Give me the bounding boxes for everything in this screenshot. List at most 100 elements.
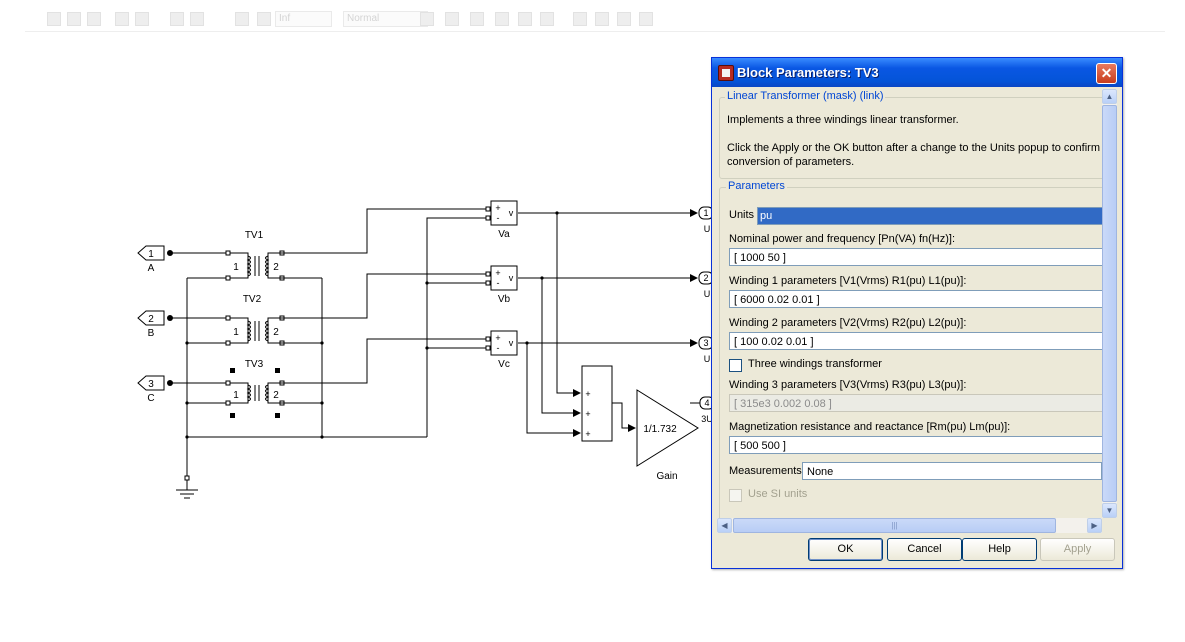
- meter-vc[interactable]: + - v Vc: [485, 330, 518, 370]
- three-windings-label: Three windings transformer: [748, 358, 882, 370]
- undo-icon[interactable]: [170, 12, 184, 26]
- horizontal-scrollbar[interactable]: ◀ ||| ▶: [717, 518, 1102, 533]
- vc-label: Vc: [498, 359, 510, 370]
- dialog-title: Block Parameters: TV3: [737, 65, 879, 80]
- outport-4-label: 3U: [701, 414, 713, 424]
- model-toolbar: Inf Normal: [25, 5, 1165, 32]
- close-button[interactable]: ✕: [1096, 63, 1117, 84]
- ok-button[interactable]: OK: [808, 538, 883, 561]
- outport-2[interactable]: 2 U: [698, 271, 714, 299]
- zoom-icon[interactable]: [595, 12, 609, 26]
- tv2-winding1: 1: [233, 327, 239, 338]
- tv2-winding2: 2: [273, 327, 279, 338]
- three-windings-checkbox[interactable]: [729, 359, 742, 372]
- va-v: v: [509, 208, 514, 218]
- tv3-winding2: 2: [273, 390, 279, 401]
- tv3-label: TV3: [245, 359, 264, 370]
- winding1-field[interactable]: [ 6000 0.02 0.01 ]: [729, 290, 1102, 308]
- vc-minus: -: [497, 343, 500, 353]
- copy-icon[interactable]: [135, 12, 149, 26]
- measurements-label: Measurements: [729, 465, 802, 477]
- dialog-titlebar[interactable]: Block Parameters: TV3 ✕: [712, 58, 1122, 87]
- sum-block[interactable]: + + +: [581, 365, 613, 442]
- vc-plus: +: [495, 333, 500, 343]
- magnetization-label: Magnetization resistance and reactance […: [729, 421, 1011, 433]
- cancel-button[interactable]: Cancel: [887, 538, 962, 561]
- port-a[interactable]: 1 A: [137, 245, 173, 274]
- description-line-2: Click the Apply or the OK button after a…: [727, 142, 1100, 154]
- scroll-up-icon[interactable]: ▲: [1102, 89, 1117, 104]
- dialog-content: Linear Transformer (mask) (link) Impleme…: [717, 89, 1102, 518]
- measurements-select[interactable]: None: [802, 462, 1102, 480]
- explorer-icon[interactable]: [495, 12, 509, 26]
- outport-1-number: 1: [703, 208, 708, 218]
- vertical-scrollbar[interactable]: ▲ ▼: [1102, 89, 1117, 518]
- sim-mode-select[interactable]: Normal: [343, 11, 428, 27]
- apply-button: Apply: [1040, 538, 1115, 561]
- magnetization-field[interactable]: [ 500 500 ]: [729, 436, 1102, 454]
- port-c[interactable]: 3 C: [137, 375, 173, 404]
- parameters-group: [719, 187, 1102, 518]
- scroll-right-icon[interactable]: ▶: [1087, 518, 1102, 533]
- port-a-number: 1: [148, 249, 154, 260]
- winding3-label: Winding 3 parameters [V3(Vrms) R3(pu) L3…: [729, 379, 967, 391]
- meter-va[interactable]: + - v Va: [485, 200, 518, 240]
- find-icon[interactable]: [573, 12, 587, 26]
- outport-2-label: U: [704, 289, 711, 299]
- si-units-checkbox: [729, 489, 742, 502]
- transformer-tv2[interactable]: [225, 315, 285, 346]
- build-icon[interactable]: [420, 12, 434, 26]
- profile-icon[interactable]: [540, 12, 554, 26]
- description-line-3: conversion of parameters.: [727, 156, 855, 168]
- port-a-label: A: [148, 263, 155, 274]
- stop-icon[interactable]: [257, 12, 271, 26]
- tv1-winding1: 1: [233, 262, 239, 273]
- horizontal-scroll-thumb[interactable]: |||: [733, 518, 1056, 533]
- cut-icon[interactable]: [115, 12, 129, 26]
- save-icon[interactable]: [87, 12, 101, 26]
- nominal-label: Nominal power and frequency [Pn(VA) fn(H…: [729, 233, 955, 245]
- scroll-down-icon[interactable]: ▼: [1102, 503, 1117, 518]
- ground-icon[interactable]: [184, 475, 190, 481]
- parameters-group-label: Parameters: [726, 180, 787, 192]
- winding2-label: Winding 2 parameters [V2(Vrms) R2(pu) L2…: [729, 317, 967, 329]
- port-b-label: B: [148, 328, 155, 339]
- gain-block[interactable]: 1/1.732 Gain: [636, 389, 699, 482]
- va-minus: -: [497, 213, 500, 223]
- vb-minus: -: [497, 278, 500, 288]
- block-parameters-dialog: Block Parameters: TV3 ✕ Linear Transform…: [711, 57, 1123, 569]
- tv3-winding1: 1: [233, 390, 239, 401]
- debug-icon[interactable]: [518, 12, 532, 26]
- mask-description-group: [719, 97, 1102, 179]
- va-label: Va: [498, 229, 510, 240]
- help-button[interactable]: Help: [962, 538, 1037, 561]
- tv1-label: TV1: [245, 230, 264, 241]
- vb-label: Vb: [498, 294, 511, 305]
- vertical-scroll-thumb[interactable]: [1102, 105, 1117, 502]
- winding2-field[interactable]: [ 100 0.02 0.01 ]: [729, 332, 1102, 350]
- units-select[interactable]: pu: [757, 207, 1102, 225]
- new-icon[interactable]: [47, 12, 61, 26]
- meter-vb[interactable]: + - v Vb: [485, 265, 518, 305]
- library-icon[interactable]: [470, 12, 484, 26]
- tv1-winding2: 2: [273, 262, 279, 273]
- redo-icon[interactable]: [190, 12, 204, 26]
- stop-time-field[interactable]: Inf: [275, 11, 332, 27]
- port-b[interactable]: 2 B: [137, 310, 173, 339]
- outport-4-number: 4: [704, 398, 709, 408]
- outport-3-label: U: [704, 354, 711, 364]
- update-icon[interactable]: [445, 12, 459, 26]
- transformer-tv1[interactable]: [225, 250, 285, 281]
- play-icon[interactable]: [235, 12, 249, 26]
- scroll-left-icon[interactable]: ◀: [717, 518, 732, 533]
- tv2-label: TV2: [243, 294, 262, 305]
- nominal-field[interactable]: [ 1000 50 ]: [729, 248, 1102, 266]
- fit-icon[interactable]: [617, 12, 631, 26]
- transformer-tv3[interactable]: [225, 380, 285, 406]
- units-label: Units: [729, 209, 755, 221]
- si-units-label: Use SI units: [748, 488, 808, 500]
- port-c-label: C: [147, 393, 154, 404]
- open-icon[interactable]: [67, 12, 81, 26]
- gain-value: 1/1.732: [643, 424, 677, 435]
- options-icon[interactable]: [639, 12, 653, 26]
